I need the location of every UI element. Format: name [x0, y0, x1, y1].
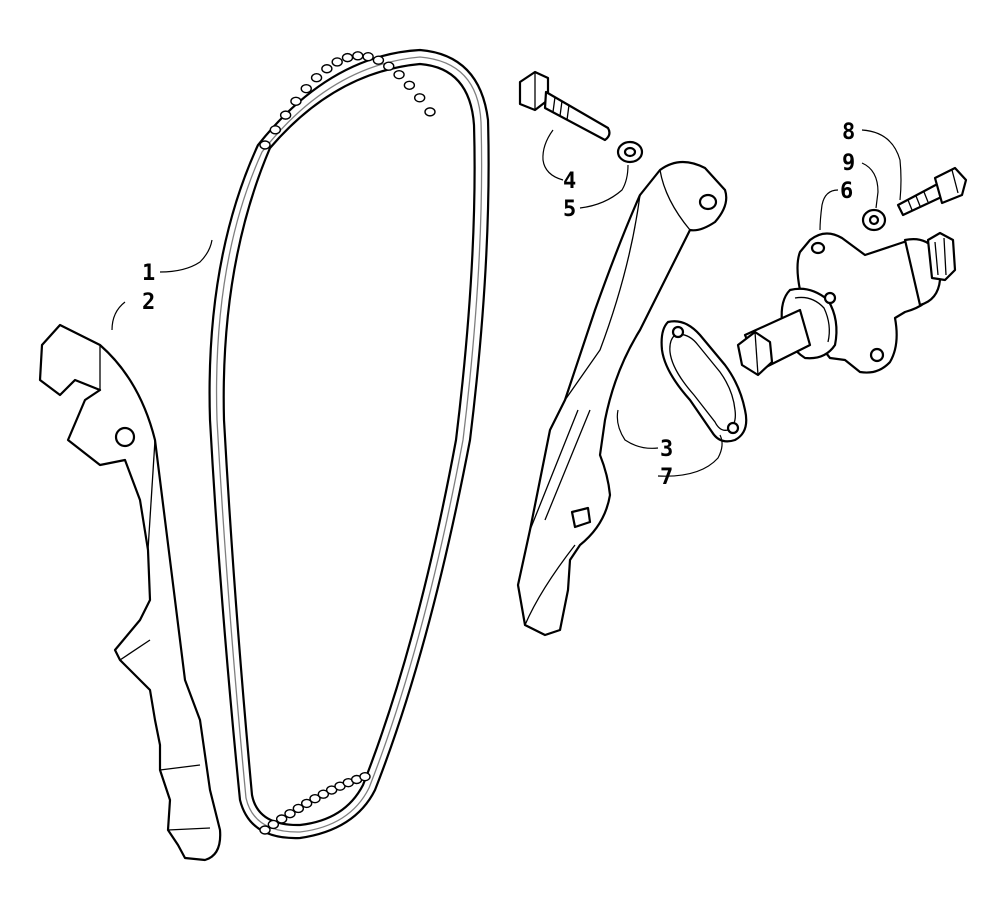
tensioner-washer [861, 208, 887, 232]
chain-link [279, 110, 292, 120]
chain-link [325, 785, 338, 795]
chain-link [403, 80, 416, 90]
tensioner-bolt [896, 166, 968, 217]
chain-link [321, 64, 333, 74]
chain-link [269, 125, 282, 135]
callout-5: 5 [563, 197, 576, 222]
chain-link [362, 52, 374, 62]
guide-washer [616, 140, 644, 164]
chain-link [310, 73, 323, 83]
chain-link [331, 57, 343, 67]
callout-8: 8 [842, 120, 855, 145]
chain-link [372, 55, 385, 65]
guide-bolt [518, 70, 611, 142]
callout-6: 6 [840, 179, 853, 204]
chain-link [317, 789, 330, 799]
chain-link [259, 825, 271, 835]
callout-7: 7 [660, 465, 673, 490]
chain-link [383, 61, 395, 71]
chain-link [393, 69, 405, 80]
chain-tensioner-guide [516, 160, 728, 637]
chain-link [284, 808, 296, 819]
chain-link [300, 798, 313, 809]
callout-9: 9 [842, 151, 855, 176]
tensioner-assembly [736, 231, 957, 377]
chain-link [275, 814, 288, 824]
cam-chain [208, 48, 490, 840]
callout-4: 4 [563, 169, 576, 194]
chain-link [309, 793, 321, 804]
chain-guide-left [38, 323, 222, 862]
callout-2: 2 [142, 290, 155, 315]
chain-link [259, 140, 271, 150]
chain-link [267, 819, 280, 830]
callout-3: 3 [660, 437, 673, 462]
chain-link [300, 83, 312, 94]
callout-labels: 1 2 3 4 5 6 7 8 9 [142, 120, 855, 490]
chain-link [341, 52, 354, 63]
chain-link [352, 51, 364, 61]
tensioner-gasket [660, 320, 748, 443]
chain-link [359, 771, 371, 782]
chain-link [290, 96, 302, 106]
callout-1: 1 [142, 261, 155, 286]
chain-link [424, 107, 436, 117]
leader-lines [111, 129, 902, 477]
chain-link [292, 803, 305, 814]
chain-link [413, 93, 426, 103]
